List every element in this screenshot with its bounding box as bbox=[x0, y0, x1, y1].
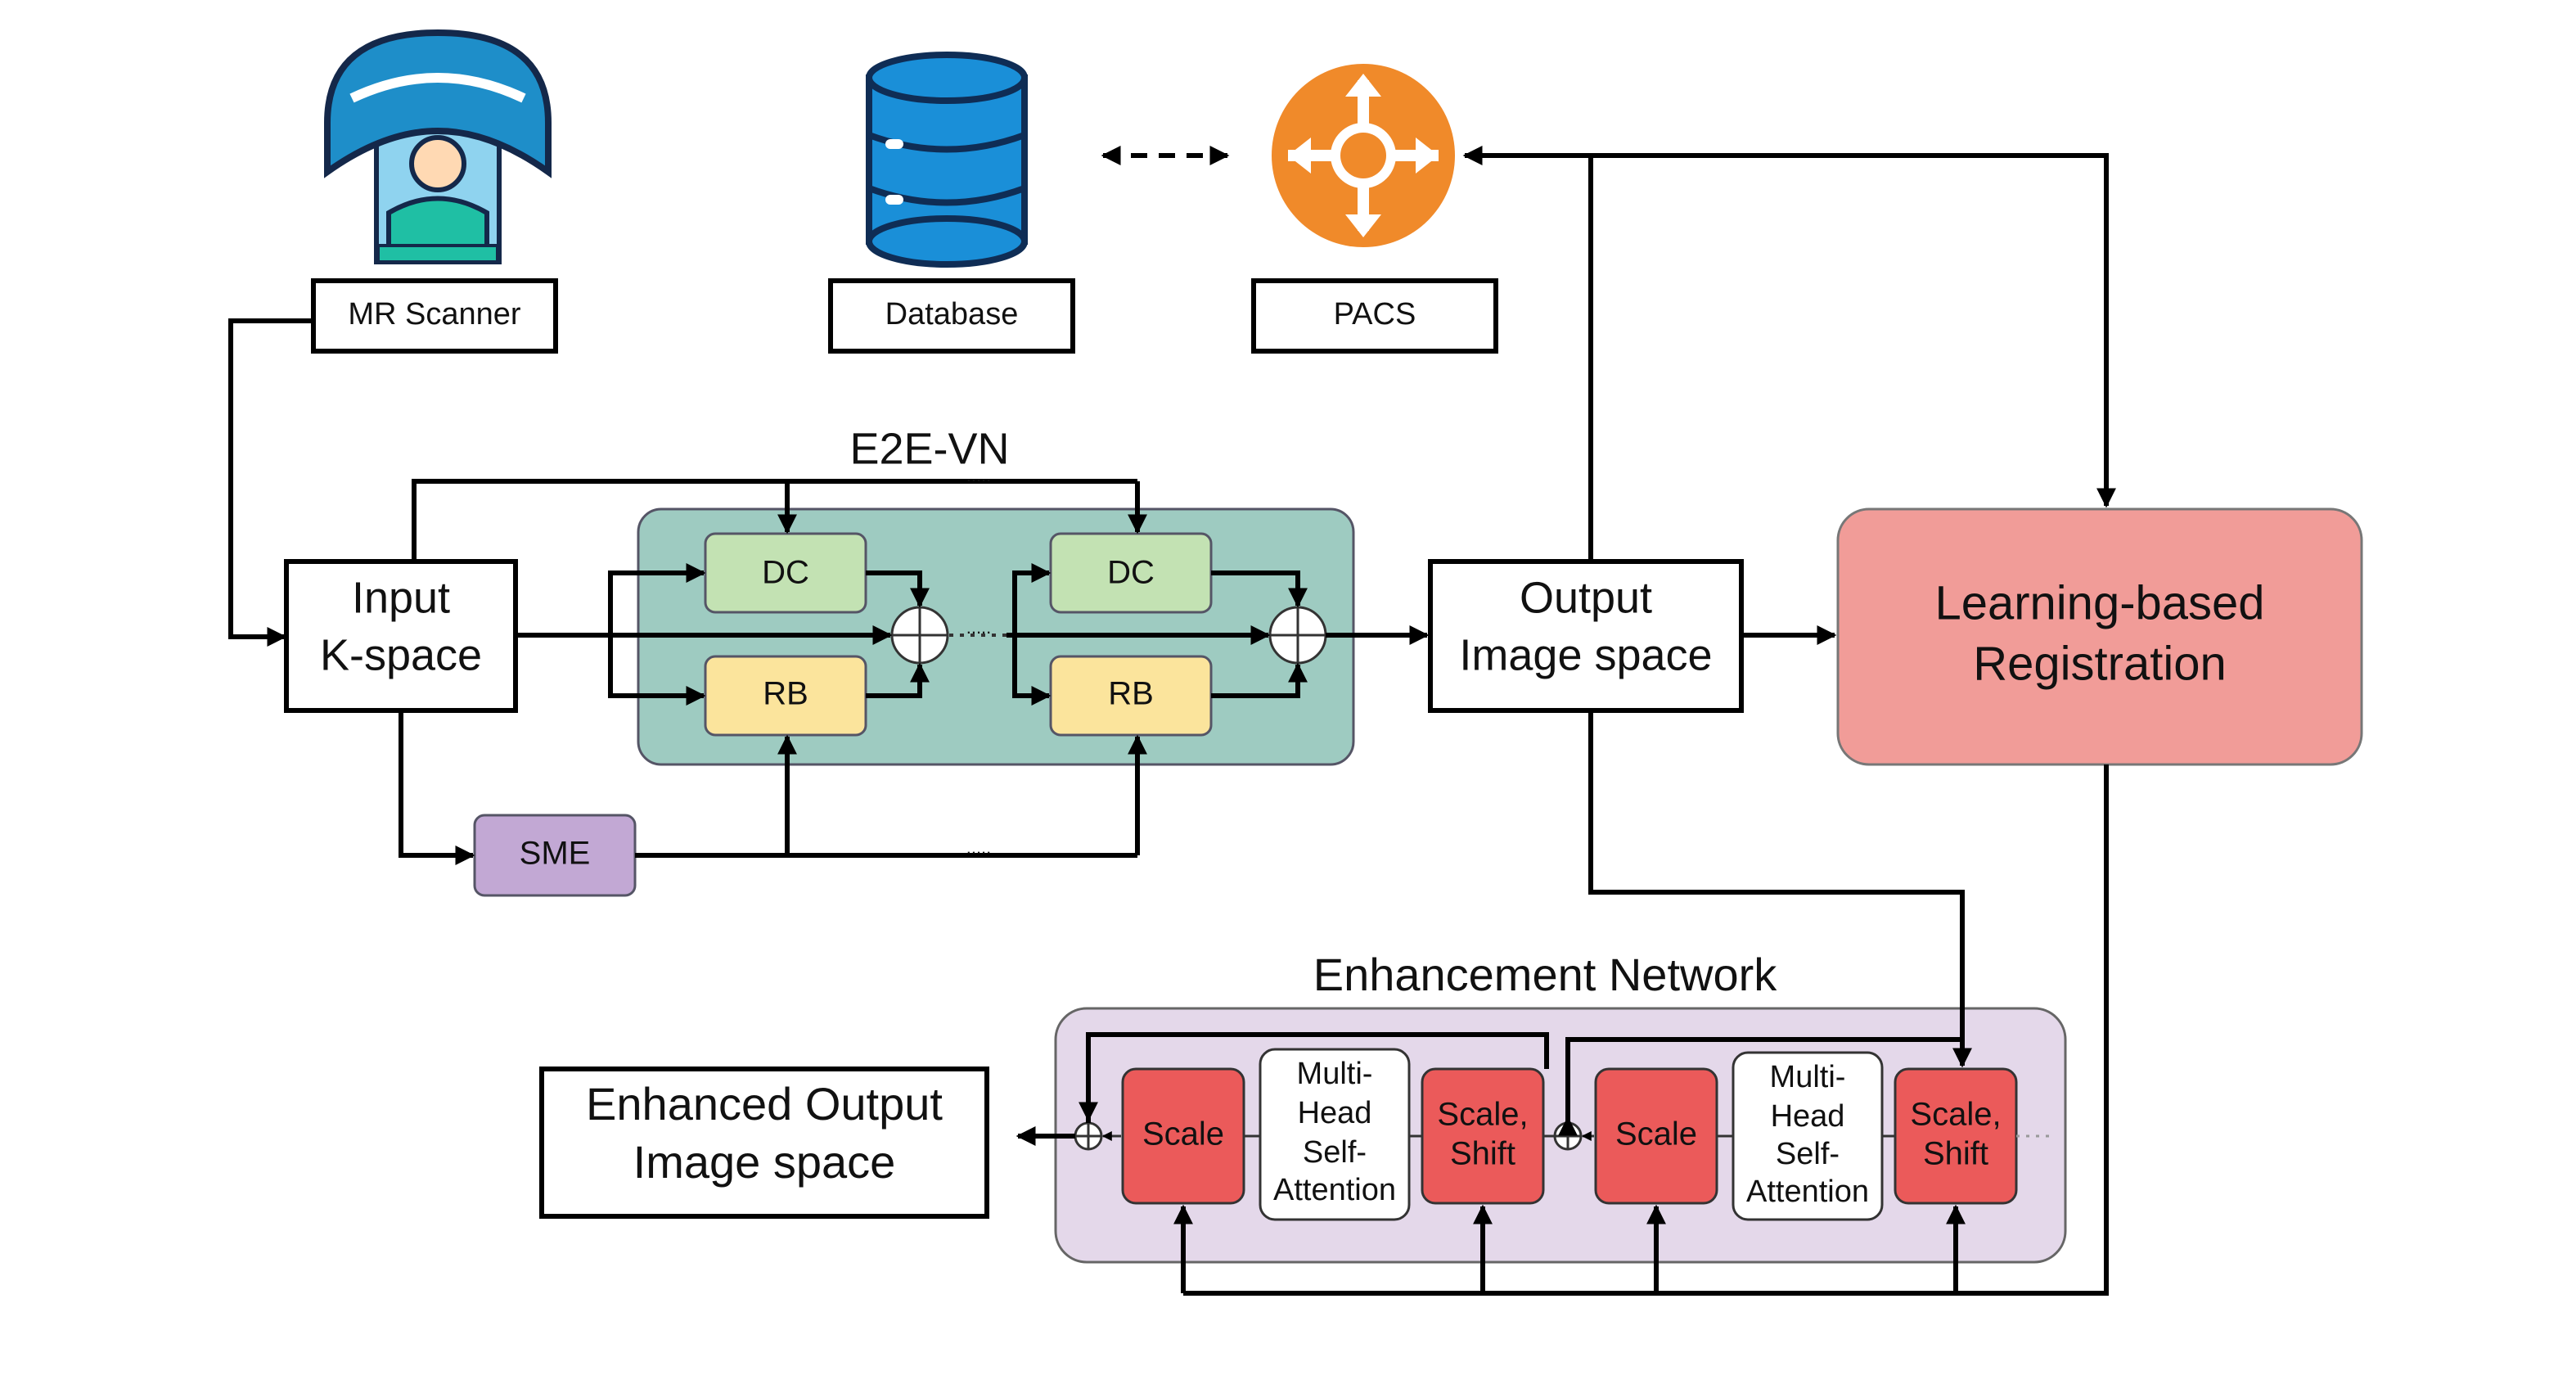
registration-line1: Learning-based bbox=[1934, 576, 2264, 629]
mhsa-line1: Multi- bbox=[1297, 1057, 1373, 1091]
ellipsis-mid: ..... bbox=[966, 617, 992, 638]
database-label: Database bbox=[885, 297, 1019, 331]
enhanced-output-line2: Image space bbox=[633, 1136, 896, 1188]
pacs-cloud-icon bbox=[1272, 64, 1455, 247]
scale-shift-line1: Scale, bbox=[1437, 1097, 1528, 1133]
scale-shift-block-2: Scale, Shift bbox=[1894, 1067, 2018, 1205]
mhsa-line4: Attention bbox=[1746, 1175, 1869, 1209]
output-image-line2: Image space bbox=[1459, 630, 1712, 679]
mr-scanner-label: MR Scanner bbox=[348, 297, 521, 331]
mr-scanner-label-box: MR Scanner bbox=[311, 278, 558, 354]
sum-node-1 bbox=[890, 606, 949, 665]
enh-sum-node-1 bbox=[1074, 1121, 1103, 1151]
mhsa-block-1: Multi- Head Self- Attention bbox=[1259, 1048, 1411, 1221]
ellipsis-top: ..... bbox=[966, 465, 992, 485]
enhancement-network-title: Enhancement Network bbox=[1313, 949, 1778, 1000]
registration-block: Learning-based Registration bbox=[1836, 507, 2363, 766]
sum-node-2 bbox=[1268, 606, 1327, 665]
rb-label: RB bbox=[1108, 676, 1154, 712]
mhsa-block-2: Multi- Head Self- Attention bbox=[1732, 1051, 1884, 1221]
pacs-label: PACS bbox=[1334, 297, 1416, 331]
dc-block-1: DC bbox=[704, 532, 867, 614]
scale-shift-line1: Scale, bbox=[1910, 1097, 2001, 1133]
database-icon bbox=[866, 52, 1028, 268]
dc-label: DC bbox=[1107, 555, 1155, 591]
mhsa-line4: Attention bbox=[1273, 1173, 1396, 1207]
input-kspace-box: Input K-space bbox=[284, 559, 518, 713]
mhsa-line2: Head bbox=[1771, 1099, 1845, 1134]
scale-shift-block-1: Scale, Shift bbox=[1421, 1067, 1545, 1205]
scale-label: Scale bbox=[1615, 1116, 1697, 1152]
registration-line2: Registration bbox=[1973, 637, 2226, 690]
e2e-vn-title: E2E-VN bbox=[849, 424, 1009, 473]
sme-label: SME bbox=[520, 836, 591, 872]
mri-scanner-icon bbox=[324, 29, 552, 264]
scale-block-2: Scale bbox=[1594, 1067, 1718, 1205]
enhanced-output-box: Enhanced Output Image space bbox=[539, 1067, 989, 1219]
rb-block-1: RB bbox=[704, 655, 867, 737]
enh-sum-node-2 bbox=[1553, 1121, 1583, 1151]
sme-block: SME bbox=[473, 814, 637, 897]
dc-label: DC bbox=[762, 555, 809, 591]
scale-shift-line2: Shift bbox=[1450, 1136, 1515, 1172]
scale-label: Scale bbox=[1142, 1116, 1224, 1152]
ellipsis-bottom: ..... bbox=[966, 837, 992, 858]
pacs-label-box: PACS bbox=[1251, 278, 1498, 354]
connector-wires bbox=[228, 146, 2116, 1296]
scale-shift-line2: Shift bbox=[1923, 1136, 1988, 1172]
database-label-box: Database bbox=[828, 278, 1075, 354]
mhsa-line3: Self- bbox=[1776, 1137, 1840, 1171]
enhanced-output-line1: Enhanced Output bbox=[586, 1078, 943, 1130]
output-image-box: Output Image space bbox=[1428, 559, 1744, 713]
mhsa-line3: Self- bbox=[1303, 1135, 1367, 1170]
input-kspace-line2: K-space bbox=[320, 630, 482, 679]
scale-block-1: Scale bbox=[1121, 1067, 1245, 1205]
mhsa-line1: Multi- bbox=[1770, 1060, 1846, 1094]
rb-block-2: RB bbox=[1049, 655, 1213, 737]
input-kspace-line1: Input bbox=[352, 573, 450, 622]
mhsa-line2: Head bbox=[1298, 1096, 1372, 1130]
rb-label: RB bbox=[763, 676, 808, 712]
dc-block-2: DC bbox=[1049, 532, 1213, 614]
output-image-line1: Output bbox=[1520, 573, 1652, 622]
